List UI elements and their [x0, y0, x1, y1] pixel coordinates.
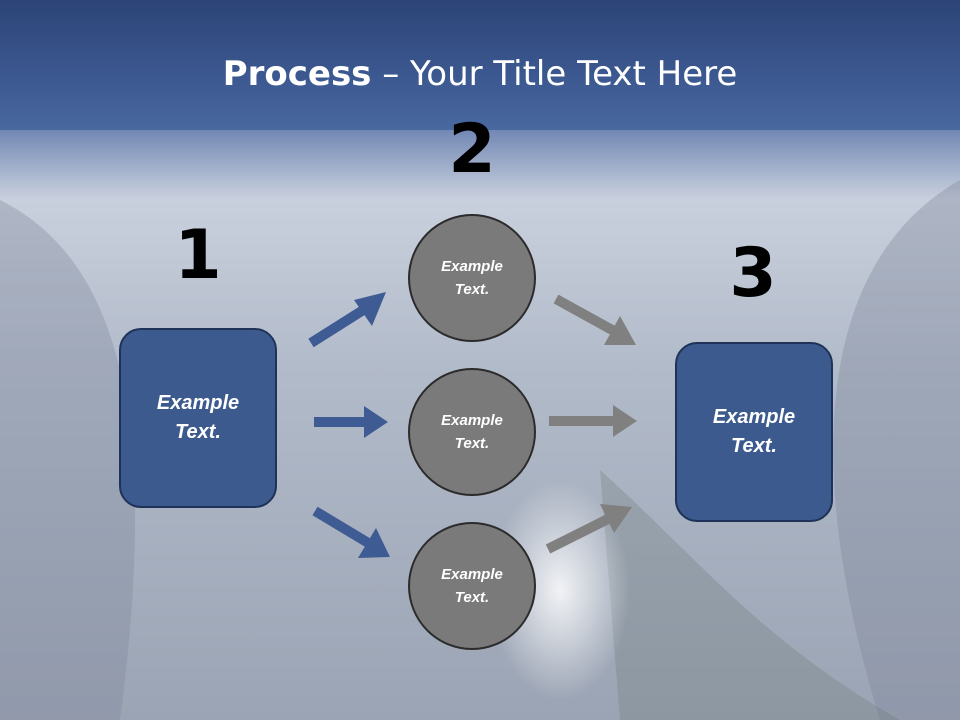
title-bold-text: Process: [222, 54, 372, 94]
left-box-text: Example Text.: [156, 392, 240, 443]
process-box-right: Example Text.: [675, 342, 833, 522]
step-number-1: 1: [174, 216, 222, 295]
step-number-2: 2: [448, 110, 496, 189]
process-circle-top: Example Text.: [408, 214, 536, 342]
title-rest-text: – Your Title Text Here: [371, 54, 738, 94]
process-circle-bottom: Example Text.: [408, 522, 536, 650]
process-box-left: Example Text.: [119, 328, 277, 508]
circle-top-text: Example Text.: [441, 258, 503, 298]
arrow-from-middle: [549, 405, 637, 437]
circle-middle-text: Example Text.: [441, 412, 503, 452]
slide-title: Process – Your Title Text Here: [0, 52, 960, 96]
arrow-to-bottom: [312, 506, 390, 558]
arrow-to-top: [308, 292, 386, 348]
circle-bottom-text: Example Text.: [441, 566, 503, 606]
arrow-to-middle: [314, 406, 388, 438]
process-circle-middle: Example Text.: [408, 368, 536, 496]
right-box-text: Example Text.: [712, 406, 796, 457]
arrow-from-top: [553, 294, 636, 345]
step-number-3: 3: [729, 234, 777, 313]
arrow-from-bottom: [545, 504, 632, 554]
